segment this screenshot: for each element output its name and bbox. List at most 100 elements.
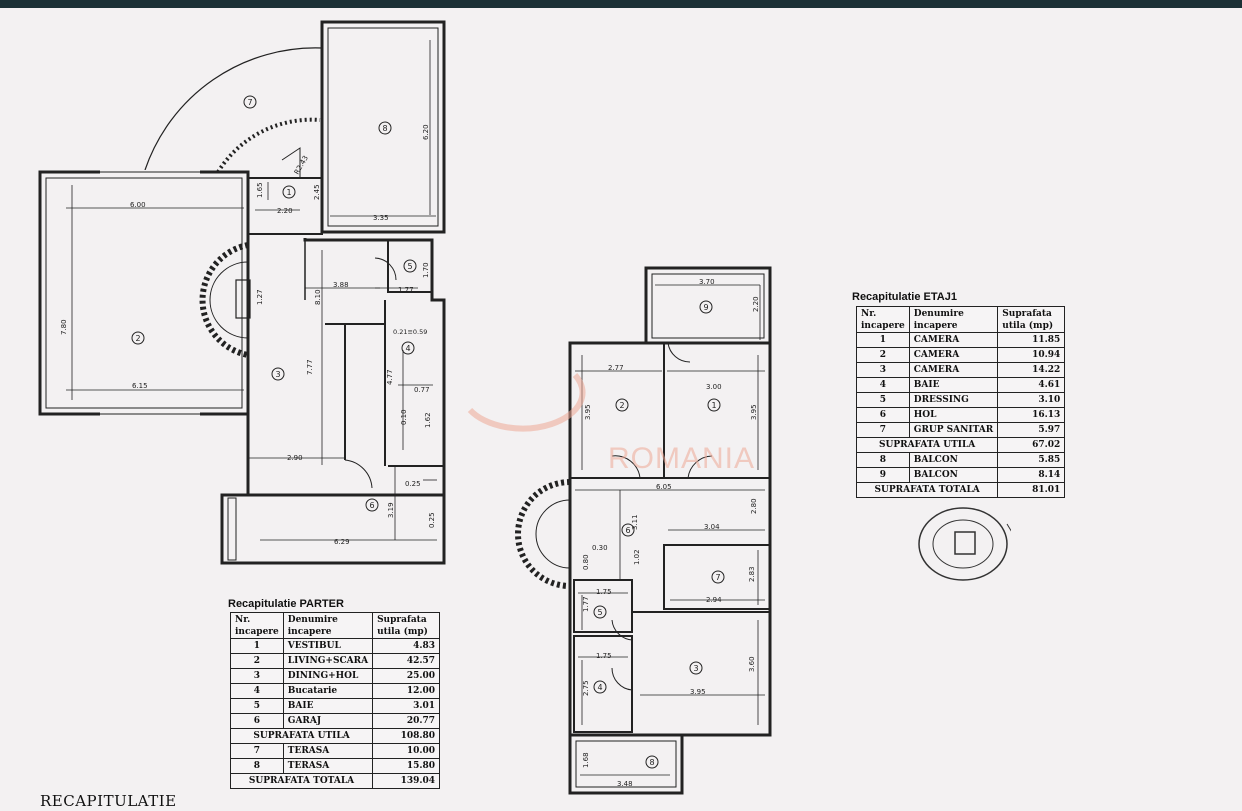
- dimension-label: 1.77: [398, 286, 414, 294]
- dimension-label: 2.77: [608, 364, 624, 372]
- dimension-label: 0.30: [592, 544, 608, 552]
- dimension-label: 3.70: [699, 278, 715, 286]
- room-number: 1: [286, 188, 291, 197]
- stamp-seal-icon: [918, 507, 1011, 581]
- table-cell-area: 15.80: [372, 758, 441, 774]
- room-number: 7: [247, 98, 252, 107]
- table-cell-nr: 5: [230, 698, 284, 714]
- table-cell-area: 10.94: [997, 347, 1066, 363]
- dimension-label: 3.35: [373, 214, 389, 222]
- table-cell-area: 5.97: [997, 422, 1066, 438]
- dimension-label: 4.77: [386, 369, 394, 385]
- dimension-label: 2.90: [287, 454, 303, 462]
- summary-label: SUPRAFATA UTILA: [229, 728, 374, 744]
- top-bar: [0, 0, 1242, 8]
- table-cell-name: BAIE: [908, 377, 999, 393]
- table-cell-nr: 1: [856, 332, 910, 348]
- table-cell-name: Bucatarie: [282, 683, 374, 699]
- column-header: Suprafata utila (mp): [997, 306, 1066, 333]
- etaj-summary-table: Nr. incapere Denumire incapere Suprafata…: [855, 306, 1066, 498]
- room-number: 8: [382, 124, 387, 133]
- table-cell-nr: 5: [856, 392, 910, 408]
- dimension-label: 3.60: [748, 656, 756, 672]
- table-cell-name: BALCON: [908, 452, 999, 468]
- table-cell-area: 14.22: [997, 362, 1066, 378]
- dimension-label: 2.20: [277, 207, 293, 215]
- table-cell-area: 8.14: [997, 467, 1066, 483]
- table-cell-nr: 2: [230, 653, 284, 669]
- table-cell-area: 3.01: [372, 698, 441, 714]
- dimension-label: 6.20: [422, 124, 430, 140]
- dimension-label: 3.04: [704, 523, 720, 531]
- table-cell-area: 25.00: [372, 668, 441, 684]
- table-cell-nr: 3: [856, 362, 910, 378]
- dimension-label: 3.95: [584, 404, 592, 420]
- summary-value: 67.02: [997, 437, 1066, 453]
- parter-summary-table: Nr. incapere Denumire incapere Suprafata…: [229, 612, 441, 789]
- dimension-label: 1.27: [256, 289, 264, 305]
- dimension-label: 1.68: [582, 752, 590, 768]
- watermark-text: ROMANIA: [608, 442, 756, 475]
- dimension-label: 0.77: [414, 386, 430, 394]
- column-header: Denumire incapere: [908, 306, 999, 333]
- watermark-logo-icon: [467, 372, 586, 432]
- table-cell-nr: 3: [230, 668, 284, 684]
- table-cell-area: 20.77: [372, 713, 441, 729]
- dimension-label: 3.00: [706, 383, 722, 391]
- table-cell-area: 12.00: [372, 683, 441, 699]
- table-cell-name: TERASA: [282, 758, 374, 774]
- table-cell-name: LIVING+SCARA: [282, 653, 374, 669]
- table-cell-area: 4.61: [997, 377, 1066, 393]
- table-cell-name: DRESSING: [908, 392, 999, 408]
- table-cell-nr: 4: [856, 377, 910, 393]
- summary-value: 139.04: [372, 773, 441, 789]
- dimension-label: 6.29: [334, 538, 350, 546]
- dimension-label: 3.95: [750, 404, 758, 420]
- table-cell-name: BAIE: [282, 698, 374, 714]
- table-cell-area: 5.85: [997, 452, 1066, 468]
- column-header: Denumire incapere: [282, 612, 374, 639]
- dimension-label: 8.10: [314, 289, 322, 305]
- table-cell-nr: 7: [856, 422, 910, 438]
- room-number: 8: [649, 758, 654, 767]
- table-cell-nr: 4: [230, 683, 284, 699]
- table-cell-nr: 2: [856, 347, 910, 363]
- dimension-label: 1.65: [256, 182, 264, 198]
- dimension-label: 6.00: [130, 201, 146, 209]
- dimension-label: 2.75: [582, 680, 590, 696]
- room-number: 1: [711, 401, 716, 410]
- dimension-label: 1.75: [596, 652, 612, 660]
- room-number: 6: [625, 526, 630, 535]
- dimension-label: 6.15: [132, 382, 148, 390]
- table-cell-nr: 7: [230, 743, 284, 759]
- table-cell-name: CAMERA: [908, 362, 999, 378]
- table-cell-area: 10.00: [372, 743, 441, 759]
- table-header-row: Nr. incapere Denumire incapere Suprafata…: [856, 306, 1066, 333]
- table-cell-area: 11.85: [997, 332, 1066, 348]
- summary-value: 108.80: [372, 728, 441, 744]
- room-number: 2: [135, 334, 140, 343]
- column-header: Nr. incapere: [230, 612, 284, 639]
- column-header: Suprafata utila (mp): [372, 612, 441, 639]
- room-number: 2: [619, 401, 624, 410]
- summary-label: SUPRAFATA TOTALA: [229, 773, 374, 789]
- table-cell-area: 3.10: [997, 392, 1066, 408]
- dimension-label: 2.80: [750, 498, 758, 514]
- recap-footer-text: RECAPITULATIE: [40, 792, 177, 810]
- table-cell-nr: 6: [230, 713, 284, 729]
- table-cell-nr: 8: [856, 452, 910, 468]
- table-cell-name: TERASA: [282, 743, 374, 759]
- room-number: 3: [693, 664, 698, 673]
- dimension-label: 0.80: [582, 554, 590, 570]
- table-cell-name: DINING+HOL: [282, 668, 374, 684]
